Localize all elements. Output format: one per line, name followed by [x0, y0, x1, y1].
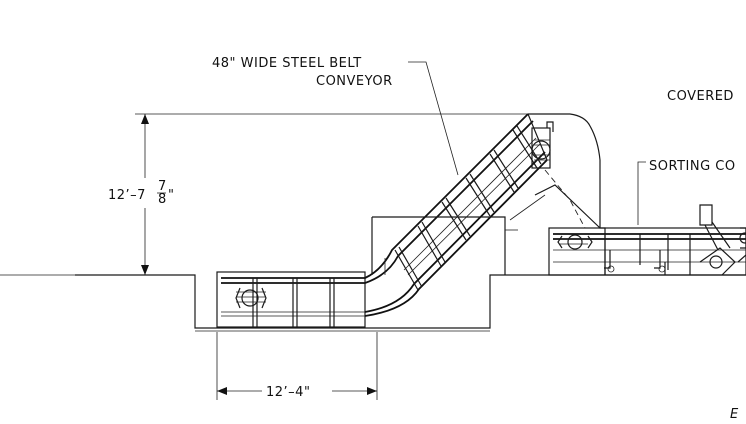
width-dimension: 12’–4"	[216, 332, 378, 400]
corner-mark: E	[730, 407, 739, 422]
steel-belt-label-line2: CONVEYOR	[316, 74, 393, 89]
head-sprocket	[531, 121, 554, 169]
sorting-callout: SORTING CO	[637, 159, 736, 225]
sorting-tail-sprocket	[557, 234, 593, 250]
height-dim-frac-num: 7	[158, 179, 167, 194]
sorting-discharge	[699, 204, 746, 276]
steel-belt-label-line1: 48" WIDE STEEL BELT	[212, 56, 362, 71]
height-dim-main: 12’–7	[108, 188, 146, 203]
covered-label: COVERED	[667, 89, 734, 104]
height-dimension	[104, 113, 528, 275]
sorting-label: SORTING CO	[649, 159, 736, 174]
height-dimension-label: 12’–7 7 8 "	[108, 179, 174, 207]
corner-glyph: E	[730, 407, 739, 419]
sorting-conveyor	[548, 204, 746, 276]
tail-sprocket	[235, 287, 267, 309]
covered-callout: COVERED	[667, 89, 734, 104]
height-dim-frac-den: 8	[158, 192, 167, 207]
height-dim-inch: "	[168, 188, 174, 203]
width-dim-label: 12’–4"	[266, 385, 310, 400]
incline-conveyor	[364, 113, 554, 317]
steel-belt-callout: 48" WIDE STEEL BELT CONVEYOR	[212, 56, 459, 176]
transfer-hood	[509, 113, 606, 275]
lower-conveyor	[216, 271, 366, 328]
floor-profile	[0, 274, 746, 332]
